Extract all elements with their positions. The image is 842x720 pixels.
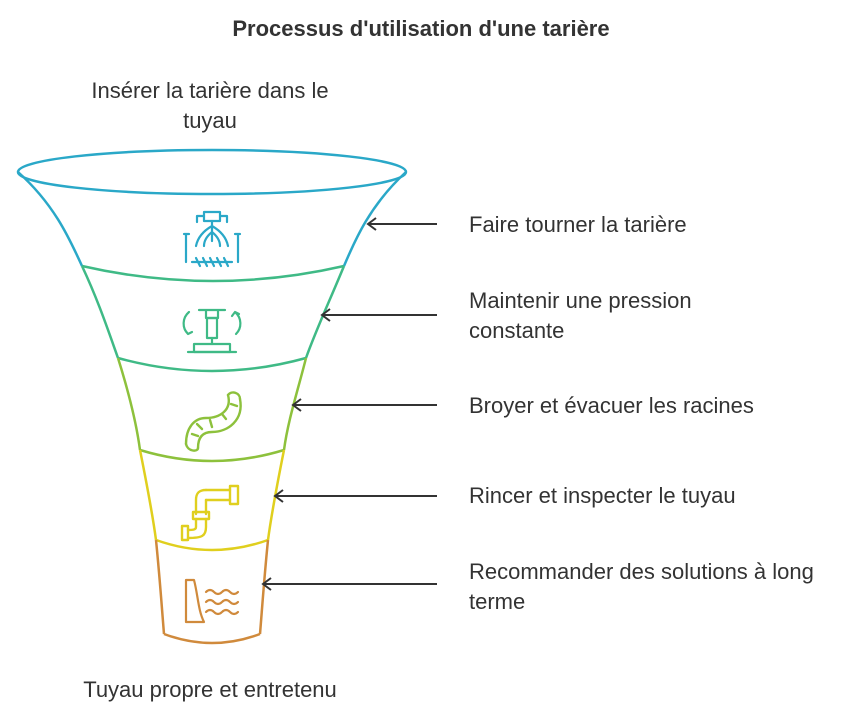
- funnel-section-4: [138, 449, 286, 541]
- arrow-step-3: [291, 398, 437, 412]
- funnel-divider-1: [81, 264, 345, 283]
- pipe-icon: [180, 484, 240, 542]
- water-drain-icon: [184, 578, 240, 624]
- root-icon: [184, 391, 242, 452]
- step-label-rotate-auger: Faire tourner la tarière: [469, 212, 687, 237]
- funnel-divider-4: [155, 538, 269, 552]
- arrow-step-4: [273, 489, 437, 503]
- diagram-title: Processus d'utilisation d'une tarière: [232, 16, 610, 41]
- arrow-step-5: [261, 577, 437, 591]
- arrow-step-1: [366, 217, 437, 231]
- funnel-input-label: Insérer la tarière dans le tuyau: [91, 78, 329, 133]
- auger-machine-icon: [182, 210, 242, 268]
- step-label-rinse-inspect: Rincer et inspecter le tuyau: [469, 483, 736, 508]
- pressure-valve-icon: [182, 308, 242, 354]
- step-label-grind-roots: Broyer et évacuer les racines: [469, 393, 754, 418]
- step-label-maintain-pressure: Maintenir une pression constante: [469, 288, 692, 343]
- step-label-recommend-solutions: Recommander des solutions à long terme: [469, 559, 814, 614]
- funnel-section-1: [17, 171, 407, 267]
- funnel-divider-2: [117, 356, 307, 373]
- funnel-section-5: [154, 539, 270, 645]
- arrow-step-2: [320, 308, 437, 322]
- funnel-rim: [16, 148, 408, 196]
- funnel-divider-3: [139, 448, 285, 463]
- funnel-output-label: Tuyau propre et entretenu: [83, 677, 337, 702]
